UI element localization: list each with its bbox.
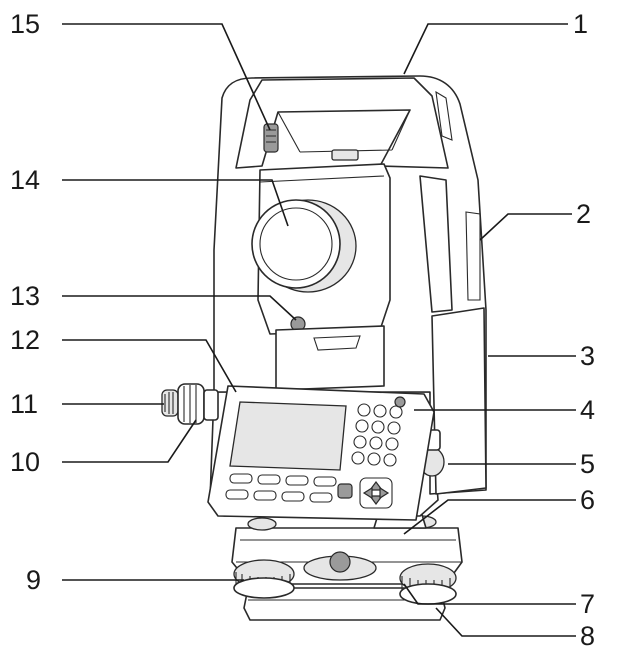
telescope-eyepiece[interactable]	[161, 389, 179, 417]
leveling-foot-screw-right[interactable]	[399, 563, 457, 605]
callout-9: 9	[26, 565, 41, 595]
focusing-ring[interactable]	[177, 383, 219, 425]
leader-line-15	[62, 23, 271, 131]
leader-line-6	[403, 499, 576, 535]
leader-line-1	[403, 23, 568, 75]
leader-line-8	[435, 607, 576, 637]
navigation-pad[interactable]	[337, 477, 393, 509]
handle-securing-screw[interactable]	[263, 123, 279, 153]
callout-6: 6	[580, 485, 595, 515]
instrument-illustration	[161, 75, 487, 621]
side-panel	[419, 175, 453, 313]
leveling-foot-screw-left[interactable]	[233, 559, 295, 599]
callout-8: 8	[580, 621, 595, 651]
leader-line-7	[403, 583, 576, 605]
callout-7: 7	[580, 589, 595, 619]
leader-line-14	[62, 179, 289, 227]
callout-1: 1	[573, 9, 588, 39]
callout-13: 13	[10, 281, 40, 311]
callout-12: 12	[10, 325, 40, 355]
callout-3: 3	[580, 341, 595, 371]
callout-labels: 1 2 3 4 5 6 7 8 9 10 11 12 13 14 15	[10, 9, 595, 651]
objective-lens	[251, 199, 357, 293]
callout-10: 10	[10, 447, 40, 477]
callout-11: 11	[10, 389, 38, 419]
leader-lines	[62, 23, 576, 637]
display-screen	[229, 401, 347, 471]
leader-line-2	[479, 213, 572, 241]
callout-4: 4	[580, 395, 595, 425]
callout-2: 2	[576, 199, 591, 229]
callout-5: 5	[580, 449, 595, 479]
leader-line-12	[62, 339, 237, 393]
leader-line-13	[62, 295, 297, 321]
leader-line-10	[62, 419, 197, 463]
callout-14: 14	[10, 165, 40, 195]
callout-15: 15	[10, 9, 40, 39]
operation-panel	[207, 385, 435, 521]
keypad[interactable]	[351, 396, 406, 467]
